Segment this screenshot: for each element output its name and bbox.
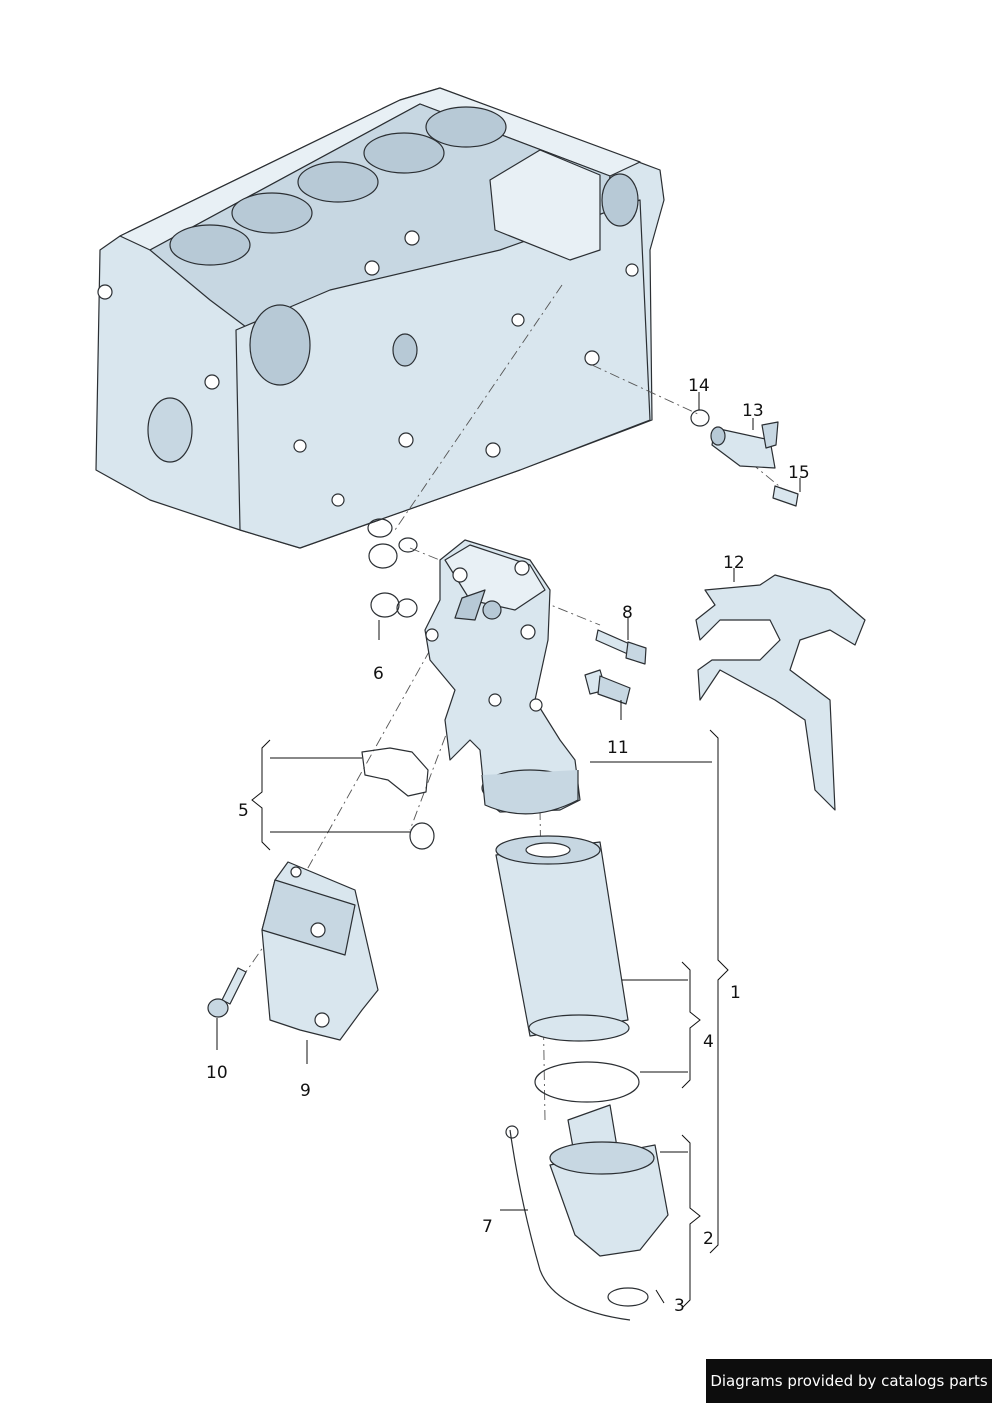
callout-10: 10 [206, 1063, 228, 1083]
oil-pressure-switch [584, 669, 631, 705]
bolt-8 [595, 629, 647, 665]
valve-13 [690, 409, 799, 507]
gasket-set [367, 518, 418, 618]
seals-5 [361, 747, 435, 850]
engine-block [95, 87, 665, 549]
callout-14: 14 [688, 376, 710, 396]
callout-1: 1 [730, 983, 741, 1003]
bracket [695, 574, 866, 811]
oil-cooler [261, 861, 379, 1041]
oil-filter-housing [424, 539, 581, 815]
credit-banner: Diagrams provided by catalogs parts [706, 1359, 992, 1403]
callout-8: 8 [622, 603, 633, 623]
callout-13: 13 [742, 401, 764, 421]
callout-6: 6 [373, 664, 384, 684]
callout-5: 5 [238, 801, 249, 821]
credit-text: Diagrams provided by catalogs parts [710, 1372, 988, 1390]
filter-element [495, 835, 640, 1103]
cylinder-bores [169, 106, 507, 266]
callout-11: 11 [607, 738, 629, 758]
callout-12: 12 [723, 553, 745, 573]
callout-15: 15 [788, 463, 810, 483]
callout-7: 7 [482, 1217, 493, 1237]
callout-4: 4 [703, 1032, 714, 1052]
bolt-10 [207, 967, 247, 1018]
callout-3: 3 [674, 1296, 685, 1316]
callout-labels: 1 2 3 4 5 6 7 8 9 10 11 12 13 14 15 [206, 376, 810, 1316]
callout-2: 2 [703, 1229, 714, 1249]
leader-lines [216, 392, 801, 1309]
filter-cap [505, 1104, 669, 1321]
callout-9: 9 [300, 1081, 311, 1101]
